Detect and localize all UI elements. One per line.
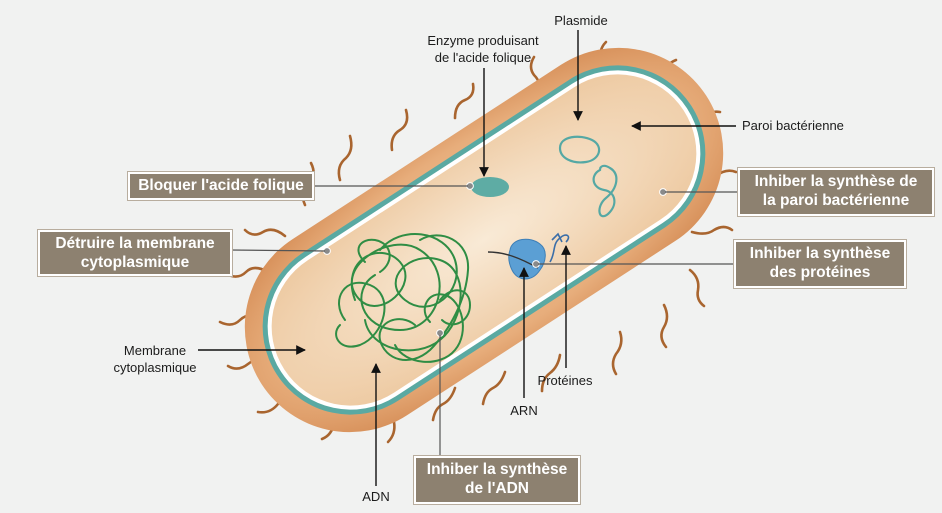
box-inhiber-adn: Inhiber la synthèse de l'ADN bbox=[416, 458, 578, 502]
label-proteines: Protéines bbox=[537, 373, 593, 388]
arrows bbox=[198, 30, 736, 486]
box-detruire-line1: Détruire la membrane bbox=[55, 235, 215, 252]
label-enzyme-line2: de l'acide folique bbox=[434, 50, 532, 65]
folic-acid-enzyme bbox=[471, 177, 509, 197]
label-paroi: Paroi bactérienne bbox=[742, 118, 844, 133]
leader-lines bbox=[229, 185, 740, 456]
box-proteines-line1: Inhiber la synthèse bbox=[749, 245, 891, 262]
box-detruire-line2: cytoplasmique bbox=[80, 254, 190, 271]
box-inhiber-paroi: Inhiber la synthèse de la paroi bactérie… bbox=[740, 170, 932, 214]
pointer-dots bbox=[323, 182, 667, 337]
box-detruire-membrane: Détruire la membrane cytoplasmique bbox=[40, 232, 230, 274]
label-membrane-line1: Membrane bbox=[123, 343, 187, 358]
box-adn-line1: Inhiber la synthèse bbox=[426, 461, 568, 478]
label-enzyme: Enzyme produisant de l'acide folique bbox=[408, 32, 558, 66]
ribosome bbox=[508, 238, 546, 280]
label-adn: ADN bbox=[362, 489, 390, 504]
box-proteines-line2: des protéines bbox=[769, 264, 871, 281]
dna-tangle bbox=[335, 233, 472, 363]
box-adn-line2: de l'ADN bbox=[465, 480, 529, 497]
box-inhiber-proteines: Inhiber la synthèse des protéines bbox=[736, 242, 904, 286]
label-enzyme-line1: Enzyme produisant bbox=[427, 33, 539, 48]
label-membrane-line2: cytoplasmique bbox=[113, 360, 197, 375]
label-membrane: Membrane cytoplasmique bbox=[105, 342, 205, 376]
label-arn: ARN bbox=[510, 403, 538, 418]
cytoplasm bbox=[271, 74, 697, 406]
plasmids bbox=[558, 135, 618, 218]
box-paroi-line1: Inhiber la synthèse de bbox=[754, 173, 918, 190]
box-paroi-line2: la paroi bactérienne bbox=[762, 192, 910, 209]
box-bloquer-acide-folique: Bloquer l'acide folique bbox=[130, 174, 312, 198]
label-plasmide: Plasmide bbox=[554, 13, 608, 28]
